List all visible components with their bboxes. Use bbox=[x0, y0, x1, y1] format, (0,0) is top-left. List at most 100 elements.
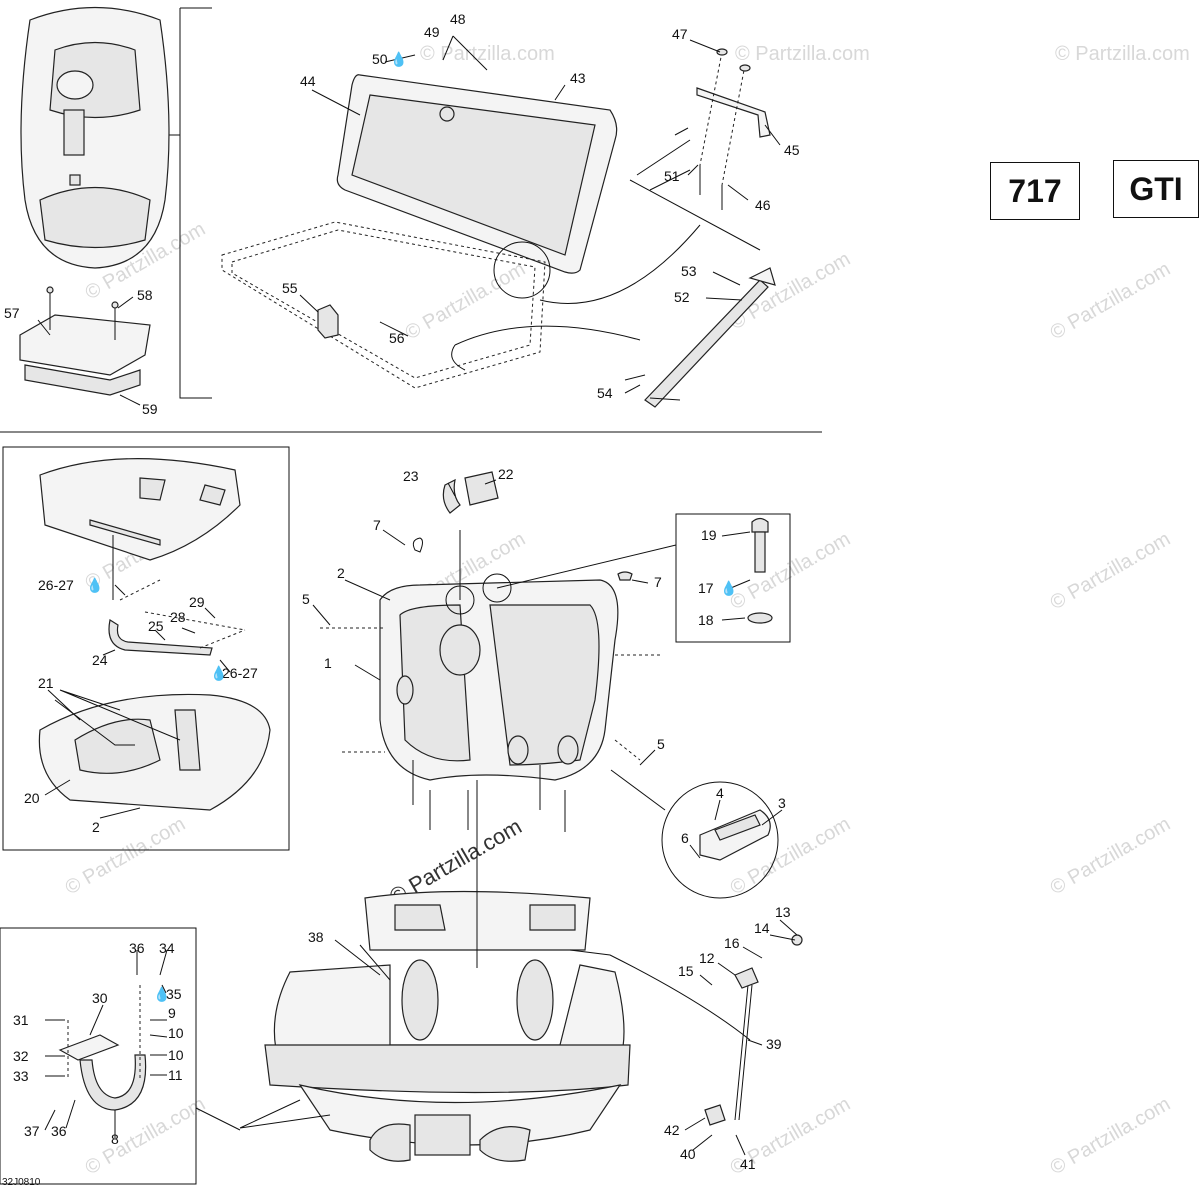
callout-5: 5 bbox=[302, 591, 310, 607]
callout-9: 9 bbox=[168, 1005, 176, 1021]
callout-5: 5 bbox=[657, 736, 665, 752]
callout-11: 11 bbox=[168, 1067, 183, 1083]
hinge-bracket bbox=[539, 48, 771, 304]
callout-37: 37 bbox=[24, 1123, 40, 1139]
callout-59: 59 bbox=[142, 401, 158, 417]
callout-8: 8 bbox=[111, 1131, 119, 1147]
model-name-box: GTI bbox=[1113, 160, 1199, 218]
storage-bin-inset bbox=[38, 458, 271, 811]
callout-23: 23 bbox=[403, 468, 419, 484]
callout-1: 1 bbox=[324, 655, 332, 671]
grab-handle bbox=[58, 985, 331, 1131]
callout-18: 18 bbox=[698, 612, 714, 628]
callout-16: 16 bbox=[724, 935, 740, 951]
tray-outline bbox=[221, 221, 546, 389]
model-name: GTI bbox=[1129, 170, 1183, 207]
callout-7: 7 bbox=[373, 517, 381, 533]
leader-lines bbox=[37, 35, 798, 1156]
droplet-icon: 💧 bbox=[210, 665, 227, 682]
callout-30: 30 bbox=[92, 990, 108, 1006]
callout-56: 56 bbox=[389, 330, 405, 346]
callout-10: 10 bbox=[168, 1025, 184, 1041]
watermark: © Partzilla.com bbox=[1055, 43, 1190, 65]
callout-13: 13 bbox=[775, 904, 791, 920]
callout-52: 52 bbox=[674, 289, 690, 305]
callout-2: 2 bbox=[92, 819, 100, 835]
glove-box-frame bbox=[336, 74, 618, 299]
watermark: © Partzilla.com bbox=[727, 248, 855, 334]
model-code-box: 717 bbox=[990, 162, 1080, 220]
watermarks: © Partzilla.com © Partzilla.com © Partzi… bbox=[62, 43, 1190, 1179]
callout-20: 20 bbox=[24, 790, 40, 806]
callout-46: 46 bbox=[755, 197, 771, 213]
callout-17: 17 bbox=[698, 580, 714, 596]
callout-58: 58 bbox=[137, 287, 153, 303]
callout-33: 33 bbox=[13, 1068, 29, 1084]
callout-50: 50 bbox=[372, 51, 388, 67]
droplet-icon: 💧 bbox=[720, 580, 737, 597]
callout-49: 49 bbox=[424, 24, 440, 40]
callout-31: 31 bbox=[13, 1012, 29, 1028]
callout-6: 6 bbox=[681, 830, 689, 846]
watermark: © Partzilla.com bbox=[1047, 813, 1175, 899]
callout-34: 34 bbox=[159, 940, 175, 956]
callout-53: 53 bbox=[681, 263, 697, 279]
watermark: © Partzilla.com bbox=[1047, 258, 1175, 344]
callout-48: 48 bbox=[450, 11, 466, 27]
droplet-icon: 💧 bbox=[390, 51, 407, 68]
callout-29: 29 bbox=[189, 594, 205, 610]
callout-3: 3 bbox=[778, 795, 786, 811]
callout-51: 51 bbox=[664, 168, 680, 184]
callout-7: 7 bbox=[654, 574, 662, 590]
callout-54: 54 bbox=[597, 385, 613, 401]
watermark: © Partzilla.com bbox=[1047, 1093, 1175, 1179]
callout-28: 28 bbox=[170, 609, 186, 625]
deck-top-view bbox=[20, 6, 170, 269]
storage-tub bbox=[320, 530, 677, 832]
callout-21: 21 bbox=[38, 675, 54, 691]
watermark: © Partzilla.com bbox=[420, 43, 555, 65]
callout-15: 15 bbox=[678, 963, 694, 979]
callout-55: 55 bbox=[282, 280, 298, 296]
droplet-icon: 💧 bbox=[86, 577, 103, 594]
callout-45: 45 bbox=[784, 142, 800, 158]
callout-22: 22 bbox=[498, 466, 514, 482]
callout-41: 41 bbox=[740, 1156, 756, 1172]
watermark: © Partzilla.com bbox=[402, 258, 530, 344]
callout-19: 19 bbox=[701, 527, 717, 543]
callout-44: 44 bbox=[300, 73, 316, 89]
strap-clip bbox=[442, 471, 499, 514]
droplet-icon: 💧 bbox=[153, 986, 170, 1003]
callout-2: 2 bbox=[337, 565, 345, 581]
watermark: © Partzilla.com bbox=[1047, 528, 1175, 614]
callout-39: 39 bbox=[766, 1036, 782, 1052]
callout-14: 14 bbox=[754, 920, 770, 936]
diagram-code: 32J0810 bbox=[2, 1177, 41, 1188]
callout-26-27: 26-27 bbox=[222, 665, 258, 681]
model-code: 717 bbox=[1008, 172, 1062, 209]
callout-labels: 1 2 2 3 4 5 5 6 7 7 8 9 10 10 11 12 13 1… bbox=[4, 11, 800, 1172]
section-dividers bbox=[0, 7, 822, 1185]
callout-43: 43 bbox=[570, 70, 586, 86]
callout-36: 36 bbox=[129, 940, 145, 956]
callout-35: 35 bbox=[166, 986, 182, 1002]
bumper-stop bbox=[747, 517, 773, 624]
callout-12: 12 bbox=[699, 950, 715, 966]
callout-4: 4 bbox=[716, 785, 724, 801]
callout-25: 25 bbox=[148, 618, 164, 634]
callout-57: 57 bbox=[4, 305, 20, 321]
grommet-detail bbox=[610, 769, 779, 899]
callout-42: 42 bbox=[664, 1122, 680, 1138]
storage-cover bbox=[19, 286, 151, 396]
watermark: © Partzilla.com bbox=[735, 43, 870, 65]
hull-rear bbox=[264, 780, 631, 1162]
callout-36: 36 bbox=[51, 1123, 67, 1139]
callout-24: 24 bbox=[92, 652, 108, 668]
watermark: © Partzilla.com bbox=[62, 813, 190, 899]
callout-32: 32 bbox=[13, 1048, 29, 1064]
callout-26-27: 26-27 bbox=[38, 577, 74, 593]
callout-10: 10 bbox=[168, 1047, 184, 1063]
callout-47: 47 bbox=[672, 26, 688, 42]
callout-40: 40 bbox=[680, 1146, 696, 1162]
